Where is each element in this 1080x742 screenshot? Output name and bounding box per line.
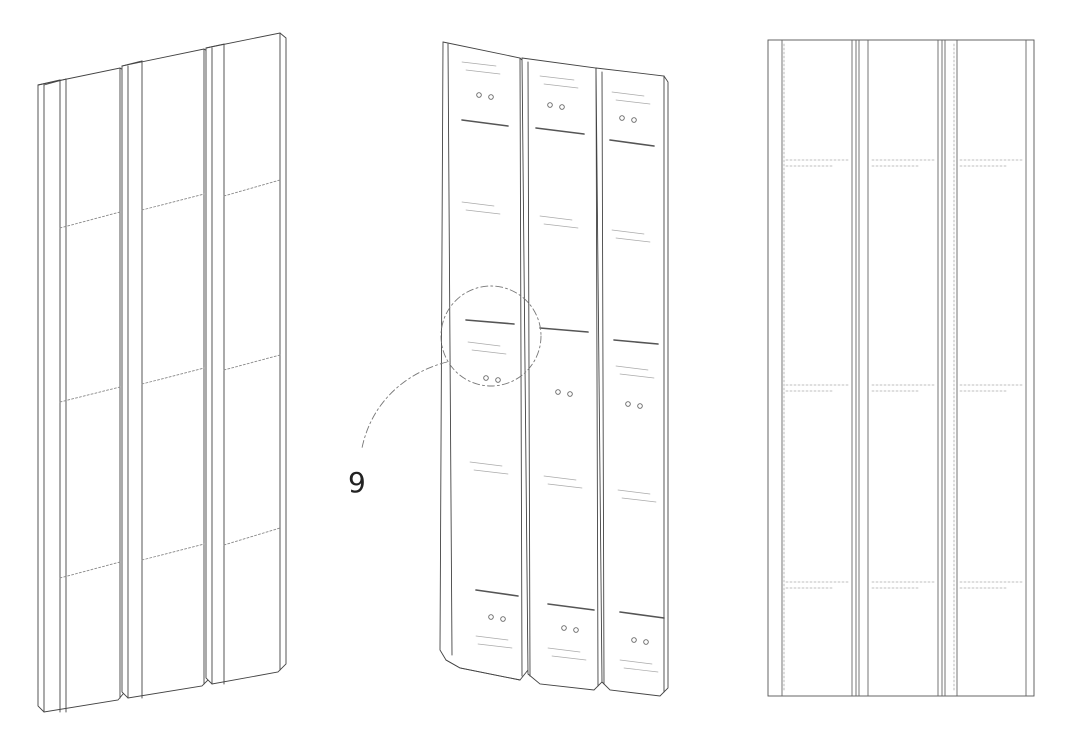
elevation-outline: [767, 39, 1035, 697]
front-isometric-view: [37, 32, 287, 713]
rear-panel-middle: [521, 57, 603, 691]
front-panel-right: [205, 32, 287, 685]
rear-isometric-view: 9: [348, 41, 669, 697]
leader-line: [361, 361, 448, 449]
front-panel-left: [37, 67, 129, 713]
detail-circle: [440, 285, 542, 387]
front-panel-middle: [121, 48, 213, 699]
rear-panel-left: [439, 41, 529, 681]
callout-label: 9: [348, 466, 366, 499]
detail-callout: 9: [348, 285, 542, 499]
rear-panel-right: [595, 67, 669, 697]
front-elevation-view: [767, 39, 1035, 697]
